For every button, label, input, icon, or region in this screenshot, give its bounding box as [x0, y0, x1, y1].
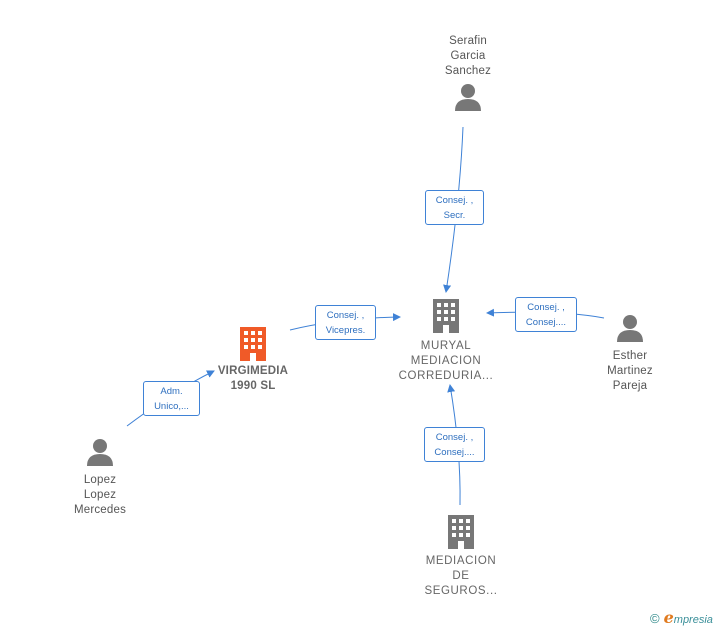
relation-label-virgimedia-muryal[interactable]: Consej. , Vicepres.	[315, 305, 376, 340]
company-node-mediacion[interactable]: MEDIACION DE SEGUROS...	[411, 514, 511, 599]
company-name: MURYAL MEDIACION CORREDURIA...	[398, 340, 494, 382]
copyright-icon: ©	[650, 610, 660, 626]
relation-label-mediacion-muryal[interactable]: Consej. , Consej....	[424, 427, 485, 462]
building-icon	[448, 515, 474, 549]
brand-wordmark: empresia	[663, 608, 713, 627]
person-icon	[617, 315, 643, 342]
person-icon	[87, 439, 113, 466]
person-name: Esther Martinez Pareja	[607, 350, 653, 392]
building-icon	[433, 299, 459, 333]
company-node-muryal[interactable]: MURYAL MEDIACION CORREDURIA...	[396, 298, 496, 384]
person-icon	[455, 84, 481, 111]
empresia-logo[interactable]: © empresia	[650, 608, 713, 627]
company-node-virgimedia[interactable]: VIRGIMEDIA 1990 SL	[203, 326, 303, 394]
person-name: Serafin Garcia Sanchez	[444, 35, 492, 77]
relation-label-serafin-muryal[interactable]: Consej. , Secr.	[425, 190, 484, 225]
person-node-lopez[interactable]: Lopez Lopez Mercedes	[58, 437, 142, 518]
person-name: Lopez Lopez Mercedes	[73, 474, 127, 516]
relation-label-esther-muryal[interactable]: Consej. , Consej....	[515, 297, 577, 332]
relation-label-lopez-virgimedia[interactable]: Adm. Unico,...	[143, 381, 200, 416]
person-node-esther[interactable]: Esther Martinez Pareja	[588, 313, 672, 394]
company-name: VIRGIMEDIA 1990 SL	[217, 365, 289, 392]
person-node-serafin[interactable]: Serafin Garcia Sanchez	[423, 34, 513, 112]
building-icon	[240, 327, 266, 361]
company-name: MEDIACION DE SEGUROS...	[424, 555, 498, 597]
